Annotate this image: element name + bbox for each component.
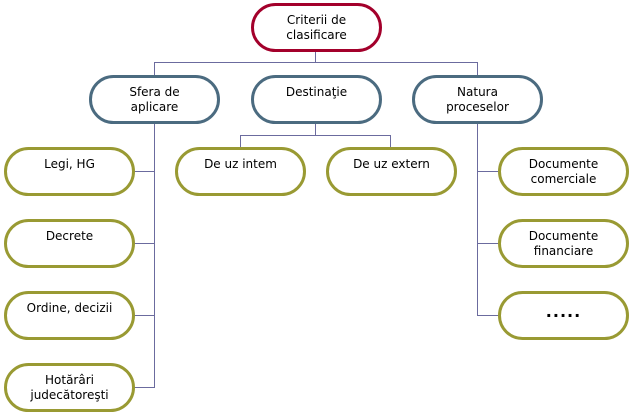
category-destinatie: Destinaţie — [251, 75, 382, 124]
category-sfera-de-aplicare: Sfera de aplicare — [89, 75, 220, 124]
connector — [154, 123, 155, 388]
leaf-legi-hg: Legi, HG — [4, 147, 135, 196]
connector — [134, 243, 154, 244]
node-label: ..... — [545, 302, 582, 321]
leaf-documente-financiare: Documente financiare — [498, 219, 629, 268]
leaf-de-uz-extern: De uz extern — [326, 147, 457, 196]
node-label: Hotărâri — [45, 373, 94, 387]
connector — [477, 315, 498, 316]
connector — [134, 387, 154, 388]
node-label: financiare — [533, 244, 594, 258]
connector — [154, 62, 478, 63]
node-label: Ordine, decizii — [26, 301, 113, 315]
node-label: comerciale — [530, 172, 597, 186]
leaf-documente-comerciale: Documente comerciale — [498, 147, 629, 196]
node-label: proceselor — [446, 100, 509, 114]
connector — [390, 135, 391, 147]
node-label: Natura — [457, 85, 498, 99]
node-label: Criterii de — [286, 13, 347, 27]
connector — [134, 171, 154, 172]
root-node: Criterii de clasificare — [251, 3, 382, 52]
leaf-ellipsis: ..... — [498, 291, 629, 340]
node-label: Decrete — [45, 229, 94, 243]
leaf-ordine-decizii: Ordine, decizii — [4, 291, 135, 340]
node-label: Destinaţie — [285, 85, 348, 99]
node-label: aplicare — [130, 100, 179, 114]
node-label: Legi, HG — [44, 157, 95, 171]
connector — [477, 243, 498, 244]
leaf-decrete: Decrete — [4, 219, 135, 268]
category-natura-proceselor: Natura proceselor — [412, 75, 543, 124]
leaf-hotarari-judecatoresti: Hotărâri judecătoreşti — [4, 363, 135, 412]
connector — [240, 135, 391, 136]
node-label: Documente — [528, 157, 599, 171]
node-label: Documente — [528, 229, 599, 243]
node-label: clasificare — [286, 28, 347, 42]
connector — [477, 123, 478, 316]
node-label: De uz intem — [204, 157, 277, 171]
connector — [477, 62, 478, 75]
connector — [134, 315, 154, 316]
node-label: Sfera de — [129, 85, 180, 99]
connector — [477, 171, 498, 172]
leaf-de-uz-intern: De uz intem — [175, 147, 306, 196]
connector — [315, 123, 316, 135]
connector — [154, 62, 155, 75]
connector — [315, 52, 316, 62]
node-label: judecătoreşti — [30, 388, 109, 402]
connector — [240, 135, 241, 147]
node-label: De uz extern — [353, 157, 430, 171]
